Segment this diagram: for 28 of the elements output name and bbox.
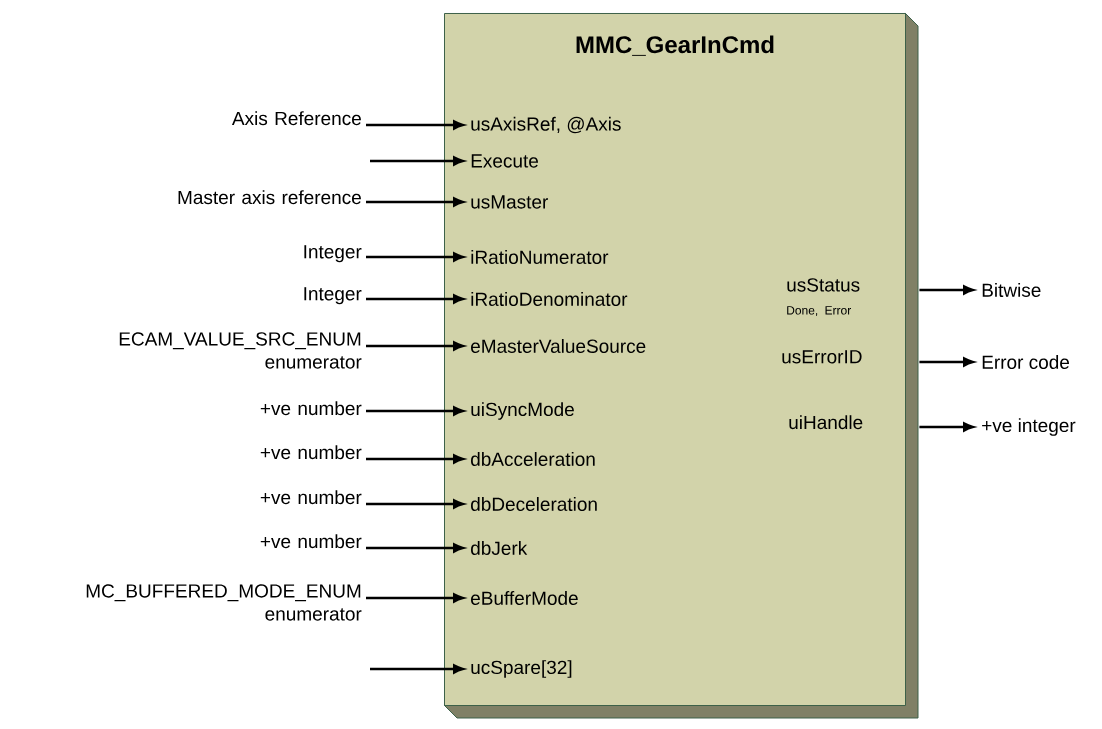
output-pin-name: uiHandle — [789, 415, 863, 430]
input-pin-name: usMaster — [471, 195, 548, 209]
input-label: Integer — [304, 287, 362, 305]
input-pin-name: Execute — [471, 154, 538, 168]
input-label: +ve number — [260, 401, 362, 416]
input-label: +ve number — [260, 490, 362, 505]
input-pin-name: dbAcceleration — [471, 452, 595, 466]
input-pin-name: eBufferMode — [471, 591, 578, 605]
output-label: Error code — [982, 355, 1070, 369]
input-label: +ve number — [260, 445, 362, 460]
input-label: Axis Reference — [231, 111, 361, 126]
input-pin-name: uiSyncMode — [471, 402, 574, 420]
input-pin-name: iRatioNumerator — [471, 250, 609, 264]
output-label: Bitwise — [982, 283, 1041, 297]
input-label: ECAM_VALUE_SRC_ENUM enumerator — [119, 332, 362, 369]
input-label: MC_BUFFERED_MODE_ENUM enumerator — [86, 584, 362, 621]
input-pin-name: ucSpare[32] — [471, 660, 572, 678]
output-label: +ve integer — [982, 418, 1076, 436]
output-pin-name: usStatus Done, Error — [787, 278, 860, 316]
input-label: Master axis reference — [178, 190, 361, 205]
input-pin-name: dbJerk — [471, 541, 528, 555]
output-pin-name: usErrorID — [782, 350, 862, 364]
input-pin-name: iRatioDenominator — [471, 292, 628, 306]
input-pin-name: eMasterValueSource — [471, 339, 646, 353]
input-label: Integer — [304, 245, 362, 263]
input-label: +ve number — [260, 534, 362, 549]
input-pin-name: dbDeceleration — [471, 497, 597, 511]
input-pin-name: usAxisRef, @Axis — [471, 116, 621, 134]
